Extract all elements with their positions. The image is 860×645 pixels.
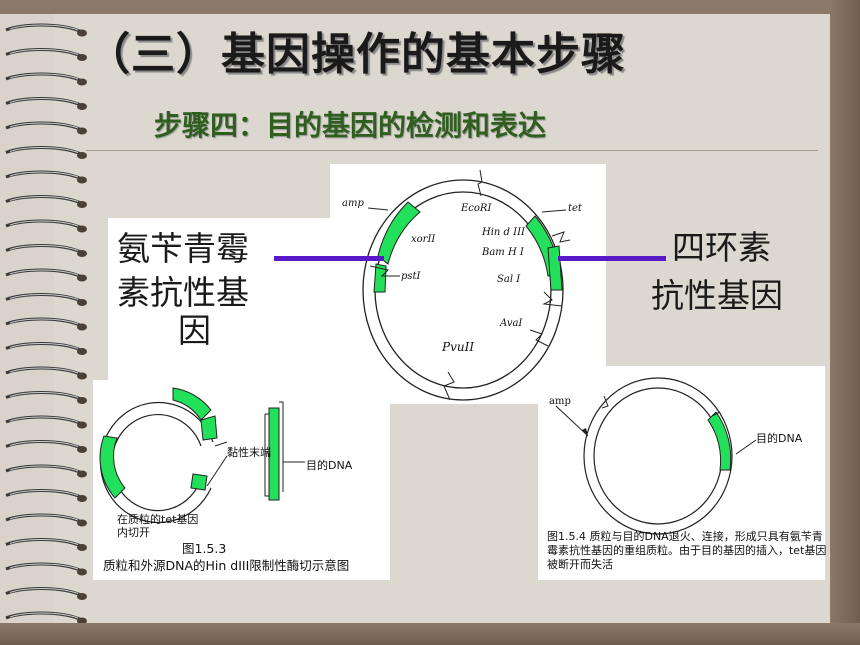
site-ecori: EcoRI (461, 203, 492, 214)
cut-note-line1: 在质粒的tet基因 (117, 513, 199, 526)
site-hind3: Hin d III (482, 227, 525, 238)
binding-hole (77, 568, 87, 576)
spiral-coil (5, 391, 83, 401)
amp-gene-label-line1: 氨苄青霉 (117, 229, 249, 268)
spiral-coil (5, 268, 83, 279)
site-bamh1: Bam H I (482, 247, 524, 258)
site-pst1: pstI (401, 271, 421, 282)
binding-hole (77, 29, 87, 37)
figure-left-panel (93, 380, 390, 580)
spiral-coil (5, 146, 83, 156)
spiral-coil (5, 538, 83, 548)
binding-hole (77, 519, 87, 527)
cut-plasmid-diagram (99, 387, 305, 524)
amp-gene-label-line2: 素抗性基 (117, 273, 249, 312)
right-caption-line2: 霉素抗性基因的重组质粒。由于目的基因的插入，tet基因 (547, 544, 827, 557)
binding-hole (77, 397, 87, 404)
left-target-dna-label: 目的DNA (306, 459, 353, 472)
binding-hole (77, 250, 87, 257)
right-target-dna-label: 目的DNA (756, 432, 803, 445)
binding-hole (77, 299, 87, 306)
main-plasmid-diagram (362, 169, 571, 401)
recombinant-plasmid-diagram (555, 377, 757, 535)
binding-hole (77, 593, 87, 600)
binding-hole (77, 176, 87, 184)
spiral-coil (5, 219, 83, 230)
site-pvu2: PvuII (442, 340, 475, 354)
page-title: （三）基因操作的基本步骤 (86, 29, 626, 80)
spiral-coil (5, 317, 83, 328)
spiral-coil (5, 440, 83, 450)
binding-hole (77, 470, 87, 478)
spiral-coil (5, 23, 83, 34)
spiral-coil (5, 587, 83, 597)
cut-note-line2: 内切开 (117, 526, 150, 539)
right-amp-label: amp (549, 396, 571, 407)
spiral-coil (5, 97, 83, 107)
binding-hole (77, 495, 87, 502)
frame-top (0, 0, 860, 14)
binding-hole (77, 421, 87, 429)
tet-connector-line (558, 256, 666, 261)
right-figure-caption: 图1.5.4 质粒与目的DNA退火、连接，形成只具有氨苄青 霉素抗性基因的重组质… (547, 530, 826, 572)
frame-bottom (0, 623, 860, 645)
binding-hole (77, 372, 87, 380)
spiral-coil (5, 170, 83, 181)
spiral-coil (5, 293, 83, 303)
site-amp: amp (342, 198, 364, 209)
site-tet: tet (568, 203, 582, 214)
binding-hole (77, 274, 87, 282)
binding-hole (77, 54, 87, 61)
right-caption-line3: 被断开而失活 (547, 558, 613, 571)
spiral-binding-icon (5, 23, 87, 623)
binding-hole (77, 103, 87, 110)
frame-right (830, 0, 860, 645)
spiral-coil (5, 342, 83, 352)
amp-label-box (108, 218, 334, 380)
spiral-coil (5, 464, 83, 475)
amp-connector-line (274, 256, 384, 261)
spiral-coil (5, 121, 83, 132)
binding-hole (77, 152, 87, 159)
left-figure-caption: 质粒和外源DNA的Hin dIII限制性酶切示意图 (103, 558, 350, 573)
right-caption-line1: 图1.5.4 质粒与目的DNA退火、连接，形成只具有氨苄青 (547, 530, 823, 543)
binding-hole (77, 348, 87, 355)
binding-hole (77, 446, 87, 453)
binding-hole (77, 127, 87, 135)
spiral-coil (5, 513, 83, 524)
site-xor2: xorII (411, 234, 436, 245)
page-subtitle: 步骤四：目的基因的检测和表达 (154, 109, 547, 142)
spiral-coil (5, 244, 83, 254)
binding-hole (77, 201, 87, 208)
spiral-coil (5, 195, 83, 205)
spiral-coil (5, 72, 83, 83)
binding-hole (77, 78, 87, 86)
spiral-coil (5, 366, 83, 377)
binding-hole (77, 544, 87, 551)
tet-gene-label-line2: 抗性基因 (651, 276, 783, 315)
spiral-coil (5, 562, 83, 573)
binding-hole (77, 323, 87, 331)
sticky-end-label: 黏性末端 (227, 446, 271, 459)
site-ava1: AvaI (500, 318, 523, 329)
site-sal1: Sal I (497, 274, 521, 285)
binding-hole (77, 225, 87, 233)
amp-gene-label: 氨苄青霉 素抗性基 (117, 227, 249, 315)
amp-gene-label-line3: 因 (178, 311, 211, 350)
spiral-coil (5, 489, 83, 499)
divider (86, 150, 818, 151)
spiral-coil (5, 611, 83, 622)
binding-hole (77, 617, 87, 623)
left-figure-number: 图1.5.3 (182, 541, 227, 556)
spiral-coil (5, 48, 83, 58)
cut-note: 在质粒的tet基因 内切开 (117, 513, 198, 539)
tet-gene-label-line1: 四环素 (672, 228, 771, 267)
spiral-coil (5, 415, 83, 426)
